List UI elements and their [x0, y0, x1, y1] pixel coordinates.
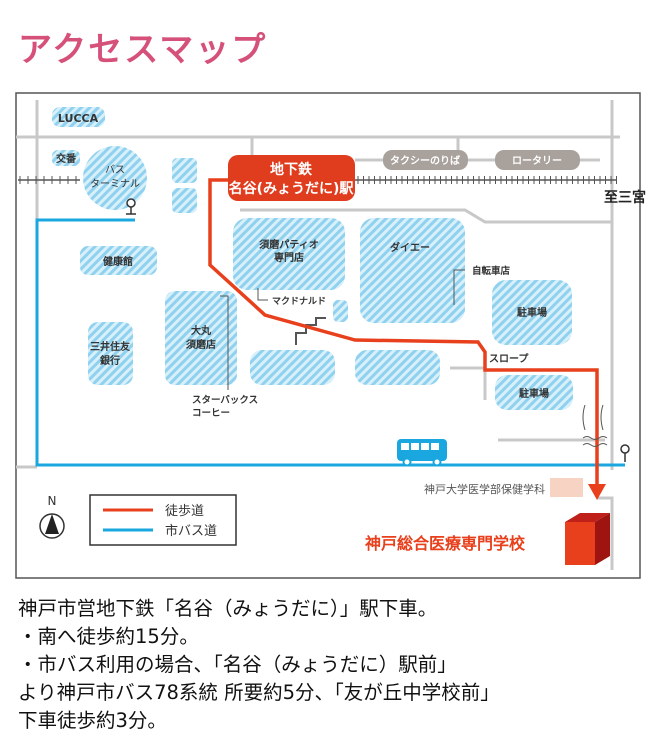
- svg-text:徒歩道: 徒歩道: [165, 504, 204, 519]
- svg-text:タクシーのりば: タクシーのりば: [390, 154, 460, 167]
- svg-text:三井住友: 三井住友: [90, 340, 130, 353]
- bus-terminal: [83, 146, 147, 210]
- svg-text:スロープ: スロープ: [489, 352, 529, 365]
- bus-route: [35, 218, 625, 467]
- directions-line: より神戸市バス78系統 所要約5分、「友が丘中学校前」: [18, 681, 500, 704]
- svg-text:駐車場: 駐車場: [517, 306, 547, 319]
- svg-text:名谷(みょうだに)駅: 名谷(みょうだに)駅: [229, 180, 355, 197]
- mcdonalds-label: マクドナルド: [272, 296, 326, 307]
- svg-text:自転車店: 自転車店: [472, 265, 511, 277]
- svg-text:地下鉄: 地下鉄: [270, 161, 313, 178]
- directions-line: ・市バス利用の場合、「名谷（みょうだに）駅前」: [18, 653, 457, 676]
- svg-text:大丸: 大丸: [191, 324, 212, 337]
- river-icon: [582, 404, 608, 447]
- bus-stop-icon: [620, 444, 630, 462]
- svg-text:市バス道: 市バス道: [165, 523, 217, 539]
- arrow-icon: [588, 484, 606, 500]
- svg-text:神戸大学医学部保健学科: 神戸大学医学部保健学科: [424, 482, 545, 496]
- directions: 神戸市営地下鉄「名谷（みょうだに）」駅下車。 ・南へ徒歩約15分。 ・市バス利用…: [18, 595, 500, 735]
- directions-line: 下車徒歩約3分。: [18, 709, 167, 732]
- page-title: アクセスマップ: [18, 30, 268, 70]
- school-building: [565, 513, 610, 565]
- bus-icon: [397, 439, 447, 467]
- compass-icon: [39, 513, 65, 539]
- svg-text:須磨パティオ: 須磨パティオ: [258, 238, 318, 251]
- walking-route: [208, 178, 599, 485]
- svg-text:ターミナル: ターミナル: [90, 178, 140, 190]
- svg-text:須磨店: 須磨店: [185, 338, 216, 351]
- legend: [89, 494, 237, 546]
- svg-text:至三宮: 至三宮: [604, 189, 646, 206]
- svg-text:ロータリー: ロータリー: [512, 155, 562, 167]
- svg-text:銀行: 銀行: [100, 354, 120, 367]
- directions-line: 神戸市営地下鉄「名谷（みょうだに）」駅下車。: [18, 597, 438, 620]
- svg-text:バス: バス: [105, 164, 125, 176]
- svg-text:ダイエー: ダイエー: [390, 241, 430, 254]
- svg-text:健康館: 健康館: [103, 255, 133, 268]
- bus-stop-icon: [126, 198, 136, 215]
- station-box: [228, 155, 355, 201]
- school-label: 神戸総合医療専門学校: [365, 534, 526, 553]
- svg-text:スターバックス: スターバックス: [192, 394, 258, 406]
- lucca-label: LUCCA: [58, 112, 99, 125]
- svg-text:コーヒー: コーヒー: [192, 408, 230, 419]
- svg-text:N: N: [48, 494, 57, 508]
- svg-text:駐車場: 駐車場: [519, 387, 549, 400]
- svg-text:専門店: 専門店: [274, 251, 304, 264]
- koban-label: 交番: [56, 152, 77, 165]
- directions-line: ・南へ徒歩約15分。: [18, 625, 199, 648]
